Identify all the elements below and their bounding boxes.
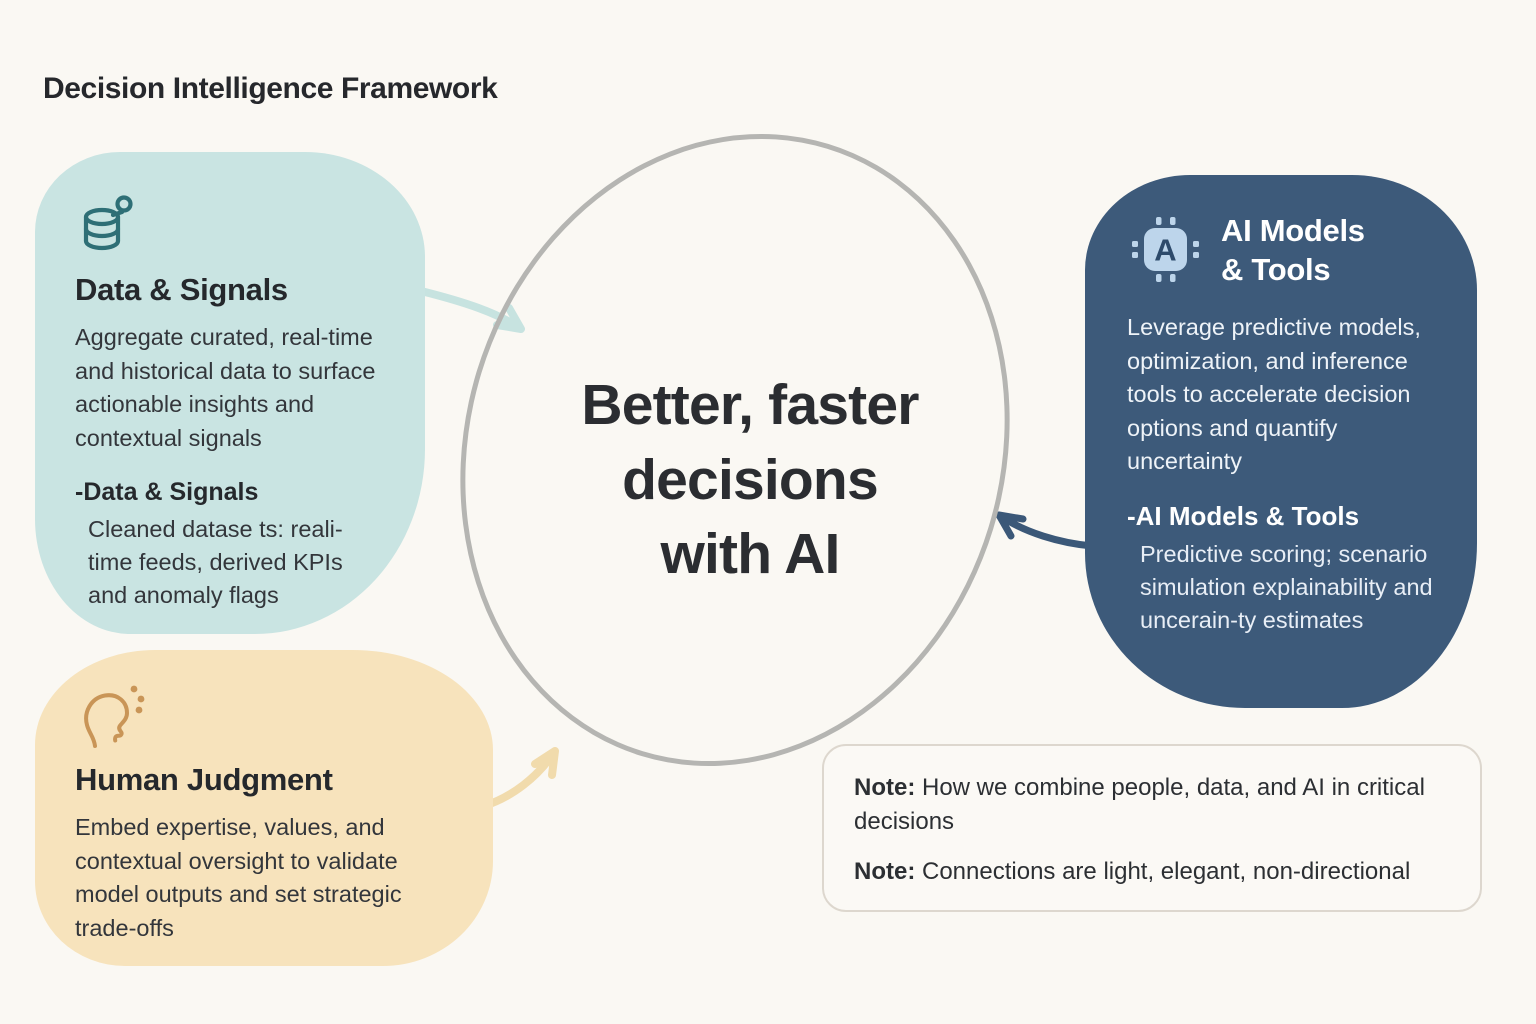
card-body: Aggregate curated, real-time and histori… <box>75 324 376 451</box>
card-title: Data & Signals <box>75 272 288 307</box>
notes-panel: Note: How we combine people, data, and A… <box>822 744 1482 912</box>
note-label: Note: <box>854 774 916 801</box>
card-title-line: & Tools <box>1221 252 1331 288</box>
center-statement-line: Better, faster <box>581 373 919 437</box>
card-subsection: -AI Models & Tools Predictive scoring; s… <box>1127 501 1437 637</box>
card-subsection: -Data & Signals Cleaned datase ts: reali… <box>75 478 387 612</box>
center-statement-line: with AI <box>660 522 840 587</box>
note-line: Note: Connections are light, elegant, no… <box>854 855 1450 889</box>
card-subtitle: -Data & Signals <box>75 478 259 507</box>
chip-letter: A <box>1154 233 1176 268</box>
card-header: A AI Models & Tools <box>1127 211 1437 289</box>
note-text: Connections are light, elegant, non-dire… <box>922 858 1411 886</box>
center-statement-line: decisions <box>622 447 879 512</box>
card-body: Embed expertise, values, and contextual … <box>75 814 402 941</box>
center-statement: Better, faster decisions with AI <box>470 368 1030 592</box>
card-title-line: AI Models <box>1221 213 1365 248</box>
ai-chip-icon: A <box>1132 217 1199 283</box>
card-data-signals: Data & Signals Aggregate curated, real-t… <box>35 152 425 634</box>
card-ai-models-tools: A AI Models & Tools Leverage predictive … <box>1085 175 1477 708</box>
card-subtitle: -AI Models & Tools <box>1127 501 1360 532</box>
page-title: Decision Intelligence Framework <box>43 72 498 105</box>
card-human-judgment: Human Judgment Embed expertise, values, … <box>35 650 493 966</box>
note-text: How we combine people, data, and AI in c… <box>854 774 1425 835</box>
card-title: Human Judgment <box>75 762 333 797</box>
note-label: Note: <box>854 858 916 886</box>
arrow-human-to-center <box>480 747 559 810</box>
database-icon <box>83 195 133 251</box>
card-subbody: Cleaned datase ts: reali-time feeds, der… <box>88 516 343 609</box>
card-title: AI Models & Tools <box>1221 211 1365 289</box>
note-line: Note: How we combine people, data, and A… <box>854 771 1450 838</box>
card-body: Leverage predictive models, optimization… <box>1127 314 1421 475</box>
head-profile-icon <box>84 685 145 748</box>
card-subbody: Predictive scoring; scenario simulation … <box>1140 541 1433 633</box>
